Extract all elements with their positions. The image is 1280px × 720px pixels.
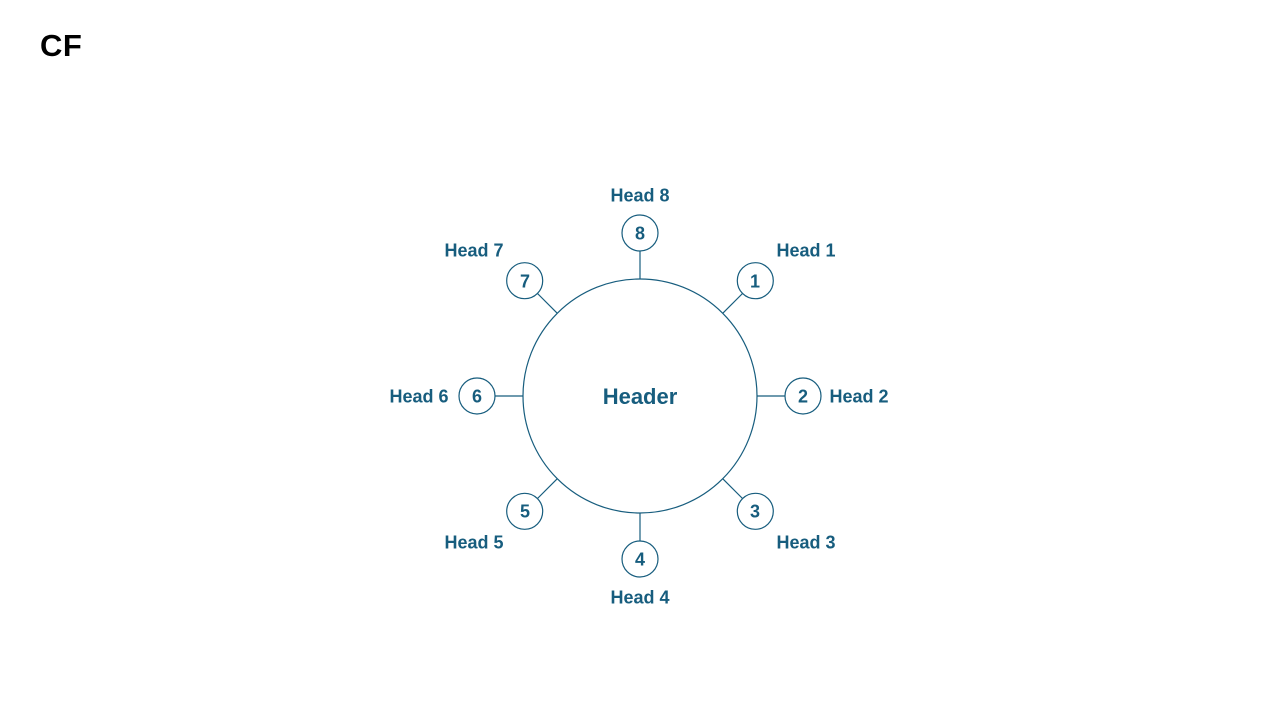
- node-label-7: Head 7: [444, 240, 504, 261]
- node-label-4: Head 4: [610, 587, 670, 608]
- node-number-5: 5: [519, 501, 531, 522]
- center-label: Header: [602, 384, 678, 409]
- node-number-7: 7: [519, 271, 531, 292]
- logo-text: CF: [40, 28, 83, 63]
- node-number-4: 4: [634, 549, 646, 570]
- node-label-2: Head 2: [829, 386, 889, 407]
- node-circle-3: [736, 492, 774, 530]
- node-circle-1: [736, 262, 774, 300]
- node-number-8: 8: [634, 223, 646, 244]
- node-number-1: 1: [749, 271, 761, 292]
- node-circle-6: [458, 377, 496, 415]
- node-circle-8: [621, 214, 659, 252]
- connector-line-1: [722, 293, 743, 314]
- node-label-3: Head 3: [776, 532, 836, 553]
- node-circle-4: [621, 540, 659, 578]
- node-number-3: 3: [749, 501, 761, 522]
- connector-line-3: [722, 478, 743, 499]
- connector-line-5: [537, 478, 558, 499]
- connector-line-7: [537, 293, 558, 314]
- node-label-8: Head 8: [610, 185, 670, 206]
- node-label-5: Head 5: [444, 532, 504, 553]
- node-circle-7: [506, 262, 544, 300]
- node-circle-2: [784, 377, 822, 415]
- node-number-2: 2: [797, 386, 809, 407]
- center-circle: [522, 278, 758, 514]
- node-label-6: Head 6: [389, 386, 449, 407]
- node-circle-5: [506, 492, 544, 530]
- node-number-6: 6: [471, 386, 483, 407]
- node-label-1: Head 1: [776, 240, 836, 261]
